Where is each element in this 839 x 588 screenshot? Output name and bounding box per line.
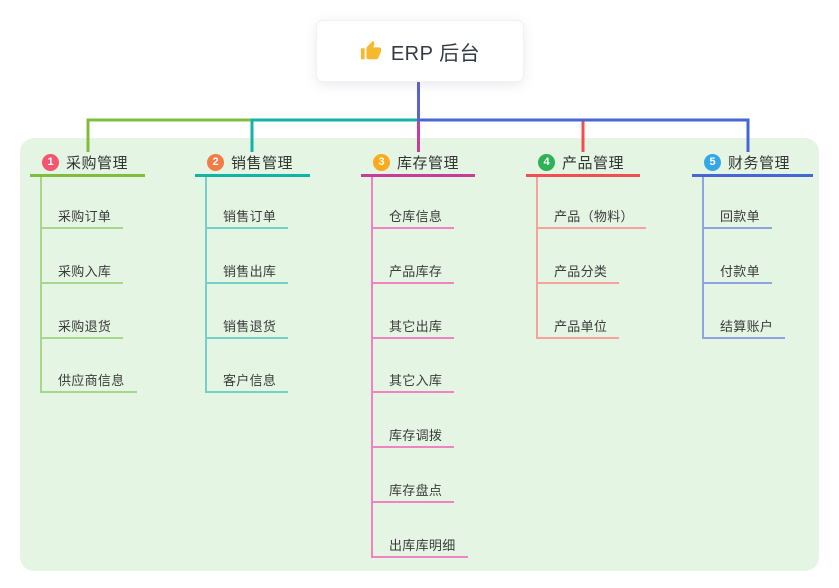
child-node[interactable]: 采购订单 — [40, 202, 124, 229]
child-node[interactable]: 库存调拨 — [371, 421, 455, 448]
branch-node-4[interactable]: 4 产品管理 — [526, 150, 640, 177]
branch-label: 财务管理 — [728, 154, 791, 172]
branch-label: 库存管理 — [397, 154, 460, 172]
branch-node-3[interactable]: 3 库存管理 — [361, 150, 475, 177]
child-node[interactable]: 仓库信息 — [371, 202, 455, 229]
child-node[interactable]: 客户信息 — [205, 366, 289, 393]
thumbs-up-icon — [360, 40, 381, 60]
branch-label: 销售管理 — [231, 154, 294, 172]
child-node[interactable]: 产品分类 — [536, 257, 620, 284]
branch-children-connector — [536, 177, 538, 339]
branch-number-badge: 1 — [42, 153, 59, 171]
child-node[interactable]: 付款单 — [702, 257, 772, 284]
branch-number-badge: 3 — [373, 153, 390, 171]
child-node[interactable]: 采购退货 — [40, 312, 124, 339]
branch-children-connector — [205, 177, 207, 393]
root-node-label: ERP 后台 — [390, 42, 481, 65]
branch-label: 产品管理 — [562, 154, 625, 172]
child-node[interactable]: 产品单位 — [536, 312, 620, 339]
branch-number-badge: 5 — [704, 153, 721, 171]
branch-children-connector — [371, 177, 373, 558]
branches-panel — [20, 138, 819, 571]
child-node[interactable]: 出库库明细 — [371, 531, 468, 558]
child-node[interactable]: 其它入库 — [371, 366, 455, 393]
child-node[interactable]: 结算账户 — [702, 312, 786, 339]
child-node[interactable]: 销售退货 — [205, 312, 289, 339]
branch-children-connector — [40, 177, 42, 393]
child-node[interactable]: 产品库存 — [371, 257, 455, 284]
child-node[interactable]: 库存盘点 — [371, 476, 455, 503]
child-node[interactable]: 销售出库 — [205, 257, 289, 284]
child-node[interactable]: 供应商信息 — [40, 366, 137, 393]
root-node[interactable]: ERP 后台 — [316, 20, 524, 82]
branch-children-connector — [702, 177, 704, 339]
child-node[interactable]: 销售订单 — [205, 202, 289, 229]
branch-number-badge: 2 — [207, 153, 224, 171]
child-node[interactable]: 其它出库 — [371, 312, 455, 339]
branch-label: 采购管理 — [66, 154, 129, 172]
branch-node-5[interactable]: 5 财务管理 — [692, 150, 813, 177]
child-node[interactable]: 回款单 — [702, 202, 772, 229]
branch-node-2[interactable]: 2 销售管理 — [195, 150, 310, 177]
branch-number-badge: 4 — [538, 153, 555, 171]
child-node[interactable]: 采购入库 — [40, 257, 124, 284]
branch-node-1[interactable]: 1 采购管理 — [30, 150, 145, 177]
child-node[interactable]: 产品（物料） — [536, 202, 646, 229]
